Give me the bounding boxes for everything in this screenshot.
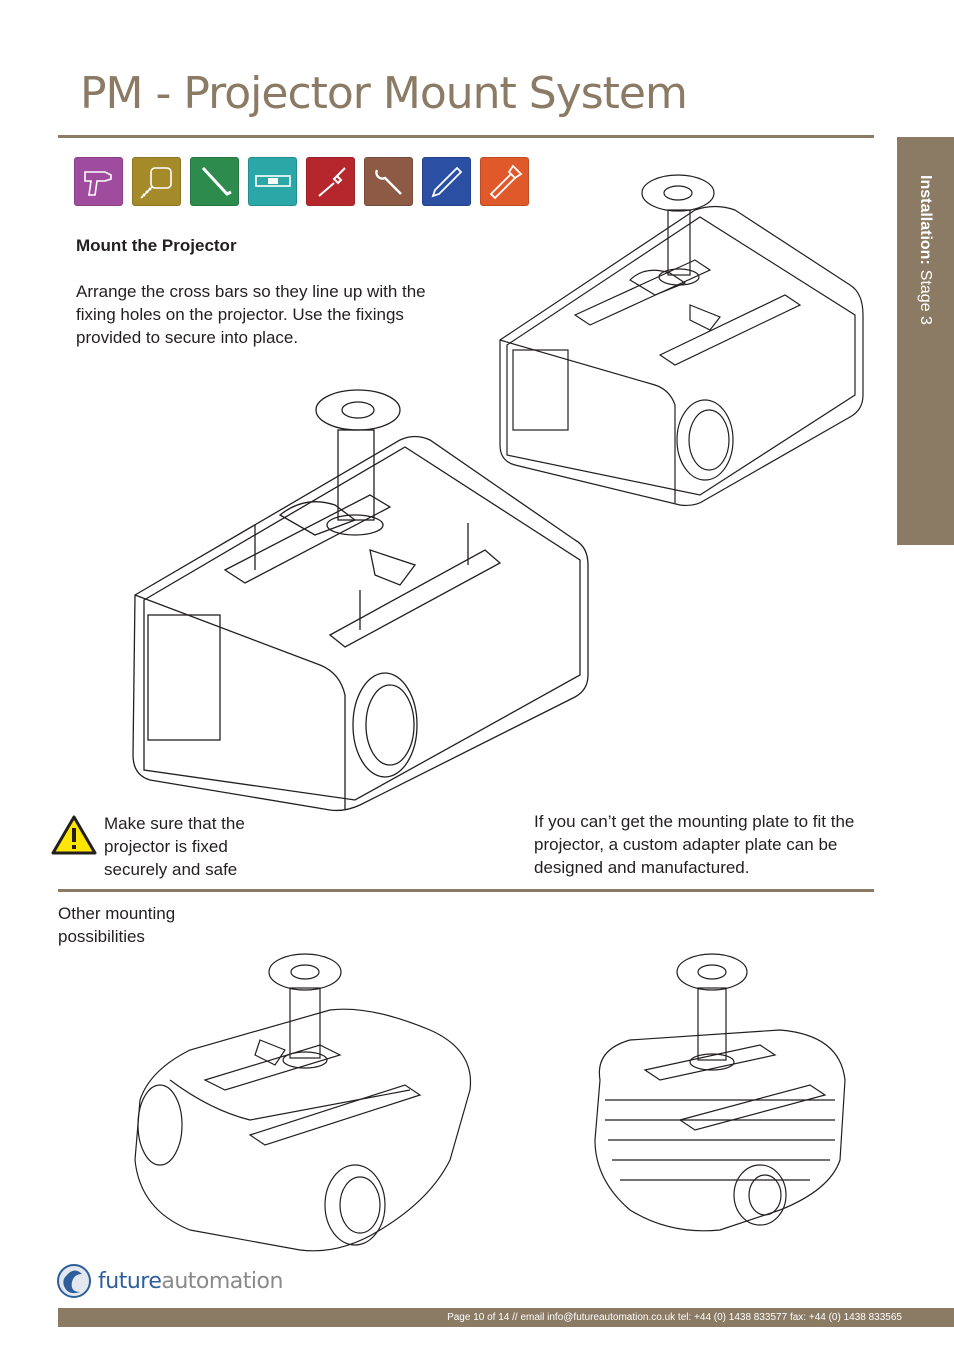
logo-word-automation: automation <box>161 1268 283 1294</box>
side-tab-label: Installation: <box>917 175 935 265</box>
screwdriver-icon <box>306 157 355 206</box>
title-divider <box>58 135 874 138</box>
warning-icon <box>51 815 97 855</box>
page-title: PM - Projector Mount System <box>80 68 688 119</box>
alternative-projector-illustration-2 <box>594 953 846 1232</box>
alternative-projector-illustration-1 <box>134 953 472 1252</box>
logo-wordmark: futureautomation <box>98 1269 283 1294</box>
swirl-logo-icon <box>57 1264 91 1298</box>
future-automation-logo: futureautomation <box>56 1262 283 1300</box>
projector-assembly-illustration <box>132 389 589 812</box>
page-footer: Page 10 of 14 // email info@futureautoma… <box>58 1308 954 1327</box>
side-tab-stage: Stage 3 <box>917 269 935 325</box>
pencil-icon <box>422 157 471 206</box>
section-side-tab: Installation: Stage 3 <box>897 137 954 545</box>
drill-icon <box>74 157 123 206</box>
saw-icon <box>480 157 529 206</box>
tool-icons-row <box>74 157 529 206</box>
section-heading: Mount the Projector <box>76 236 237 255</box>
section-divider <box>58 889 874 892</box>
projector-mounted-illustration <box>499 174 864 507</box>
logo-word-future: future <box>98 1268 162 1294</box>
warning-text: Make sure that the projector is fixed se… <box>104 814 245 879</box>
tape-measure-icon <box>132 157 181 206</box>
spanner-icon <box>364 157 413 206</box>
spirit-level-icon <box>248 157 297 206</box>
adapter-plate-note: If you can’t get the mounting plate to f… <box>534 812 855 877</box>
allen-key-icon <box>190 157 239 206</box>
section-instructions: Arrange the cross bars so they line up w… <box>76 282 426 347</box>
other-mounting-label: Other mounting possibilities <box>58 904 176 946</box>
